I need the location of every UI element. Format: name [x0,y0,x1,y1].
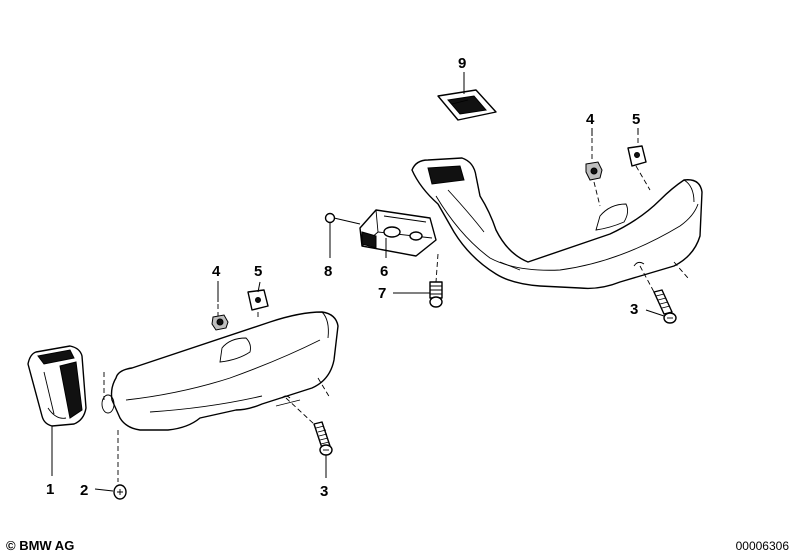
part-3-screw-left [285,397,333,456]
callout-1: 1 [46,481,54,498]
part-4-nut-right [585,161,603,181]
callout-5-left: 5 [254,263,262,280]
part-5-clip-left [247,289,269,311]
part-2-screw [113,430,127,500]
callout-4-right: 4 [586,111,595,128]
copyright-notice: © BMW AG [6,538,75,553]
part-8-small-screw [324,212,361,225]
callout-3-left: 3 [320,483,328,500]
part-1-end-cap [27,345,87,427]
part-3-screw-right [639,265,677,324]
part-4-nut-left [211,314,229,331]
assembly-line-left-3 [317,377,331,399]
callout-8: 8 [324,263,332,280]
assembly-line-right-5b [635,165,651,191]
callout-3-right: 3 [630,301,638,318]
part-5-clip-right [627,145,647,167]
callout-7: 7 [378,285,386,302]
part-9-pad [437,89,497,121]
callout-9: 9 [458,55,466,72]
callout-6: 6 [380,263,388,280]
right-hand-guard [411,157,703,290]
assembly-line-right-3 [673,261,689,279]
part-6-mounting-block [359,209,437,257]
callout-4-left: 4 [212,263,221,280]
part-7-screw [429,253,443,308]
assembly-line-right-4b [593,181,601,207]
callout-2: 2 [80,482,88,499]
drawing-number: 00006306 [735,539,789,553]
callout-5-right: 5 [632,111,640,128]
left-hand-guard [101,311,339,431]
